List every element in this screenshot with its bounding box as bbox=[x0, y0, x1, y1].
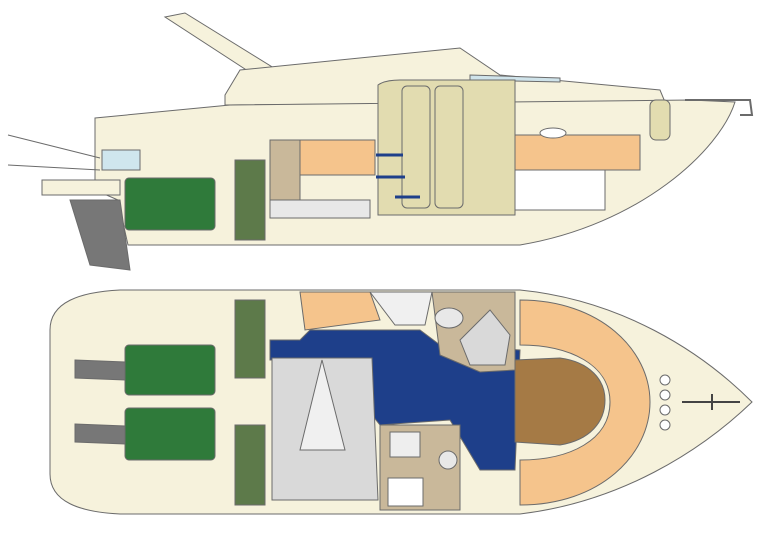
engine-side bbox=[124, 177, 216, 231]
aft-berth-divider bbox=[299, 359, 346, 451]
engine-port bbox=[74, 344, 216, 396]
deck-fitting bbox=[659, 389, 671, 401]
outdrive bbox=[69, 199, 131, 271]
dinette-table bbox=[514, 357, 606, 446]
galley-sink bbox=[438, 450, 458, 470]
v-berth-side bbox=[514, 134, 641, 171]
shower bbox=[459, 309, 511, 366]
deck-fitting bbox=[659, 419, 671, 431]
bow-locker bbox=[649, 99, 671, 141]
seat-base-side bbox=[269, 199, 371, 219]
deck-fitting bbox=[659, 374, 671, 386]
fridge bbox=[387, 477, 424, 507]
swim-platform bbox=[7, 134, 121, 196]
engine-hatch-port bbox=[234, 299, 266, 379]
engine-starboard bbox=[74, 407, 216, 461]
galley-side bbox=[269, 139, 301, 211]
deck-plan-view bbox=[49, 289, 753, 515]
sink-head bbox=[434, 307, 464, 329]
stove bbox=[389, 431, 421, 458]
bow-pulpit bbox=[685, 99, 754, 116]
deck-fitting bbox=[659, 404, 671, 416]
berth-base-side bbox=[514, 169, 606, 211]
anchor-windlass bbox=[682, 394, 740, 410]
companionway bbox=[377, 79, 516, 216]
settee-aft bbox=[299, 291, 381, 331]
door-left bbox=[401, 85, 431, 209]
v-berth-cushion bbox=[519, 299, 651, 506]
porthole bbox=[539, 127, 567, 139]
engine-hatch-side bbox=[234, 159, 266, 241]
engine-hatch-starboard bbox=[234, 424, 266, 506]
side-profile-view bbox=[7, 12, 754, 271]
settee-side bbox=[299, 139, 376, 176]
stairs bbox=[368, 291, 433, 326]
door-right bbox=[434, 85, 464, 209]
steps bbox=[376, 153, 420, 199]
transom-window bbox=[101, 149, 141, 171]
